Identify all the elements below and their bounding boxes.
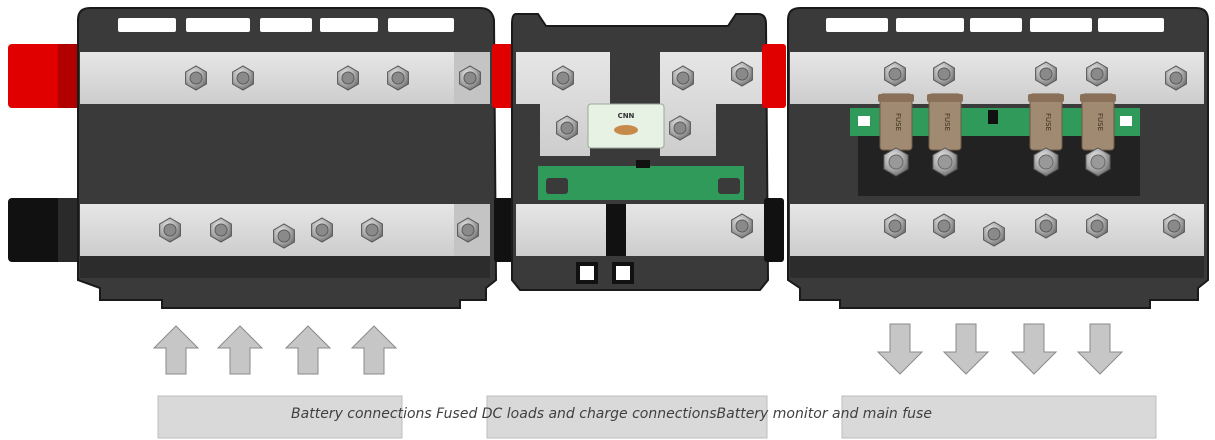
hex-nut-icon <box>1163 213 1185 239</box>
up-arrow-icon <box>152 325 200 375</box>
hex-nut-icon <box>556 115 578 141</box>
hex-nut-icon <box>1035 213 1057 239</box>
hex-nut-icon <box>552 65 574 91</box>
label-box-left <box>157 395 403 439</box>
down-arrow-icon <box>1010 323 1058 375</box>
fuse: FUSE <box>1080 93 1116 177</box>
down-arrow-icon <box>1076 323 1124 375</box>
label-box-right <box>841 395 1157 439</box>
hex-nut-icon <box>210 217 232 243</box>
hex-nut-icon <box>361 217 383 243</box>
right-positive-busbar <box>790 52 1204 104</box>
load-fuses: FUSE FUSE FUSE FUSE <box>878 93 1116 177</box>
positive-link-connector <box>492 44 516 108</box>
hex-nut-icon <box>672 65 694 91</box>
fuse-label: FUSE <box>1044 113 1052 131</box>
up-arrow-icon <box>284 325 332 375</box>
hex-nut-icon <box>273 223 295 249</box>
flow-arrows <box>152 323 1124 375</box>
positive-link-connector-2 <box>762 44 786 108</box>
hex-nut-icon <box>1086 61 1108 87</box>
monitor-pcb <box>538 166 744 200</box>
fuse-label: FUSE <box>943 113 951 131</box>
hex-nut-icon <box>669 115 691 141</box>
right-fused-module <box>787 7 1209 309</box>
fuse: FUSE <box>927 93 963 177</box>
hex-nut-icon <box>232 65 254 91</box>
hex-nut-icon <box>731 213 753 239</box>
hex-nut-icon <box>1086 213 1108 239</box>
hex-nut-icon <box>933 213 955 239</box>
hex-nut-icon <box>337 65 359 91</box>
left-busbar-module <box>8 7 498 309</box>
middle-positive-busbar <box>516 52 610 156</box>
label-box-middle <box>486 395 768 439</box>
negative-link-connector-2 <box>764 198 784 262</box>
hex-nut-icon <box>185 65 207 91</box>
fuse-label: FUSE <box>894 113 902 131</box>
diagram-caption: Battery connections Fused DC loads and c… <box>291 406 932 422</box>
fuse-label: FUSE <box>1096 113 1104 131</box>
hex-nut-icon <box>884 61 906 87</box>
hex-nut-icon <box>387 65 409 91</box>
main-fuse-marking: CNN <box>618 112 635 120</box>
hex-nut-icon <box>459 65 481 91</box>
hex-nut-icon <box>884 213 906 239</box>
hex-nut-icon <box>159 217 181 243</box>
hex-nut-icon <box>1035 61 1057 87</box>
terminal-nuts <box>159 61 1187 249</box>
hex-nut-icon <box>1165 65 1187 91</box>
shunt-strip <box>606 204 626 256</box>
up-arrow-icon <box>350 325 398 375</box>
left-positive-busbar <box>80 52 490 104</box>
up-arrow-icon <box>216 325 264 375</box>
hex-nut-icon <box>983 221 1005 247</box>
fuse: FUSE <box>878 93 914 177</box>
hex-nut-icon <box>731 61 753 87</box>
down-arrow-icon <box>876 323 924 375</box>
negative-link-connector <box>494 198 514 262</box>
label-boxes <box>157 395 1157 439</box>
hex-nut-icon <box>933 61 955 87</box>
middle-battery-monitor-module: CNN <box>511 13 770 291</box>
hex-nut-icon <box>457 217 479 243</box>
down-arrow-icon <box>942 323 990 375</box>
middle-negative-busbar-left <box>516 204 606 256</box>
hex-nut-icon <box>311 217 333 243</box>
fuse: FUSE <box>1028 93 1064 177</box>
